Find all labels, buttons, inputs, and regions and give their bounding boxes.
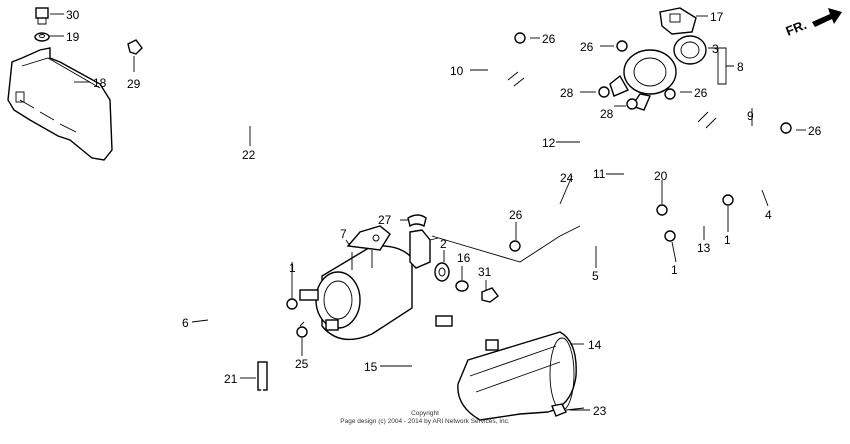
label-2: 2 xyxy=(440,237,447,251)
part-17-bracket xyxy=(659,7,697,35)
label-18: 18 xyxy=(93,76,107,90)
label-23: 23 xyxy=(593,404,607,418)
label-1-left: 1 xyxy=(289,261,296,275)
label-29: 29 xyxy=(127,77,141,91)
label-12: 12 xyxy=(542,136,556,150)
part-11-hose xyxy=(625,151,643,207)
part-13-tee xyxy=(684,206,716,230)
part-26-clip-right xyxy=(664,88,676,100)
part-26-clip-upper xyxy=(616,40,628,52)
part-16-seal xyxy=(455,280,469,292)
label-27: 27 xyxy=(378,213,392,227)
part-2-grommet xyxy=(434,262,450,282)
label-4: 4 xyxy=(765,208,772,222)
part-6-hose xyxy=(206,314,256,331)
label-1-mid: 1 xyxy=(671,263,678,277)
label-30: 30 xyxy=(66,8,80,22)
label-28-b: 28 xyxy=(600,107,614,121)
part-27-clip xyxy=(407,214,427,228)
part-24-hose xyxy=(549,183,625,215)
label-10: 10 xyxy=(450,64,464,78)
copyright-line-1: Copyright xyxy=(411,410,439,417)
label-13: 13 xyxy=(697,241,711,255)
label-16: 16 xyxy=(457,251,471,265)
part-21-tube xyxy=(257,330,277,413)
part-18-bracket xyxy=(7,47,113,161)
label-15: 15 xyxy=(364,360,378,374)
label-26-upper: 26 xyxy=(580,40,594,54)
part-1-clip-right xyxy=(722,194,734,206)
label-14: 14 xyxy=(588,338,602,352)
part-26-clip-5 xyxy=(509,240,521,252)
part-8-valve-assembly xyxy=(609,49,677,111)
label-8: 8 xyxy=(737,60,744,74)
label-5: 5 xyxy=(592,269,599,283)
copyright-notice: Copyright Page design (c) 2004 - 2014 by… xyxy=(340,410,510,425)
fr-arrow-icon xyxy=(812,8,842,27)
label-3: 3 xyxy=(712,42,719,56)
label-7: 7 xyxy=(340,227,347,241)
label-31: 31 xyxy=(478,265,492,279)
fr-label: FR. xyxy=(784,17,809,39)
part-10-hose xyxy=(485,34,544,114)
label-25: 25 xyxy=(295,357,309,371)
label-26-top: 26 xyxy=(542,32,556,46)
part-12-hose xyxy=(577,108,596,154)
part-3-gasket xyxy=(673,35,707,65)
label-20: 20 xyxy=(654,169,668,183)
part-29-clip xyxy=(127,39,143,55)
label-26-lower: 26 xyxy=(509,208,523,222)
label-17: 17 xyxy=(710,10,724,24)
part-28-clip-b xyxy=(626,98,638,110)
label-22: 22 xyxy=(242,148,256,162)
part-25-clip xyxy=(296,321,308,338)
part-31-bolt xyxy=(481,287,499,303)
label-28-a: 28 xyxy=(560,86,574,100)
part-1-clip-left xyxy=(286,298,298,310)
copyright-line-2: Page design (c) 2004 - 2014 by ARI Netwo… xyxy=(340,418,510,425)
part-22-tube xyxy=(146,58,416,220)
label-19: 19 xyxy=(66,30,80,44)
part-1-clip-mid xyxy=(664,230,676,242)
front-direction-indicator: FR. xyxy=(784,8,842,39)
label-6: 6 xyxy=(182,316,189,330)
part-23-bolt xyxy=(551,403,585,417)
label-21: 21 xyxy=(224,372,238,386)
leader-lines xyxy=(49,13,806,411)
label-1-right: 1 xyxy=(724,233,731,247)
part-5-hose xyxy=(518,230,664,254)
label-11: 11 xyxy=(593,167,606,181)
part-15-strap xyxy=(410,315,453,398)
part-19-washer xyxy=(34,32,50,42)
valve-outlet-tube xyxy=(629,112,656,180)
label-26-valve: 26 xyxy=(694,86,708,100)
part-30-bolt xyxy=(35,7,49,25)
part-9-hose xyxy=(678,100,772,151)
label-24: 24 xyxy=(560,171,574,185)
part-28-clip-a xyxy=(598,86,610,98)
part-26-clip-10 xyxy=(514,32,526,44)
part-4-hose xyxy=(738,178,784,196)
part-26-clip-9 xyxy=(780,122,792,134)
part-7-canister xyxy=(299,225,431,341)
label-9: 9 xyxy=(747,109,754,123)
part-20-clip xyxy=(656,204,668,216)
callout-labels: 30 19 18 29 22 27 7 2 16 31 1 6 25 21 15… xyxy=(66,8,822,418)
label-26-right: 26 xyxy=(808,124,822,138)
